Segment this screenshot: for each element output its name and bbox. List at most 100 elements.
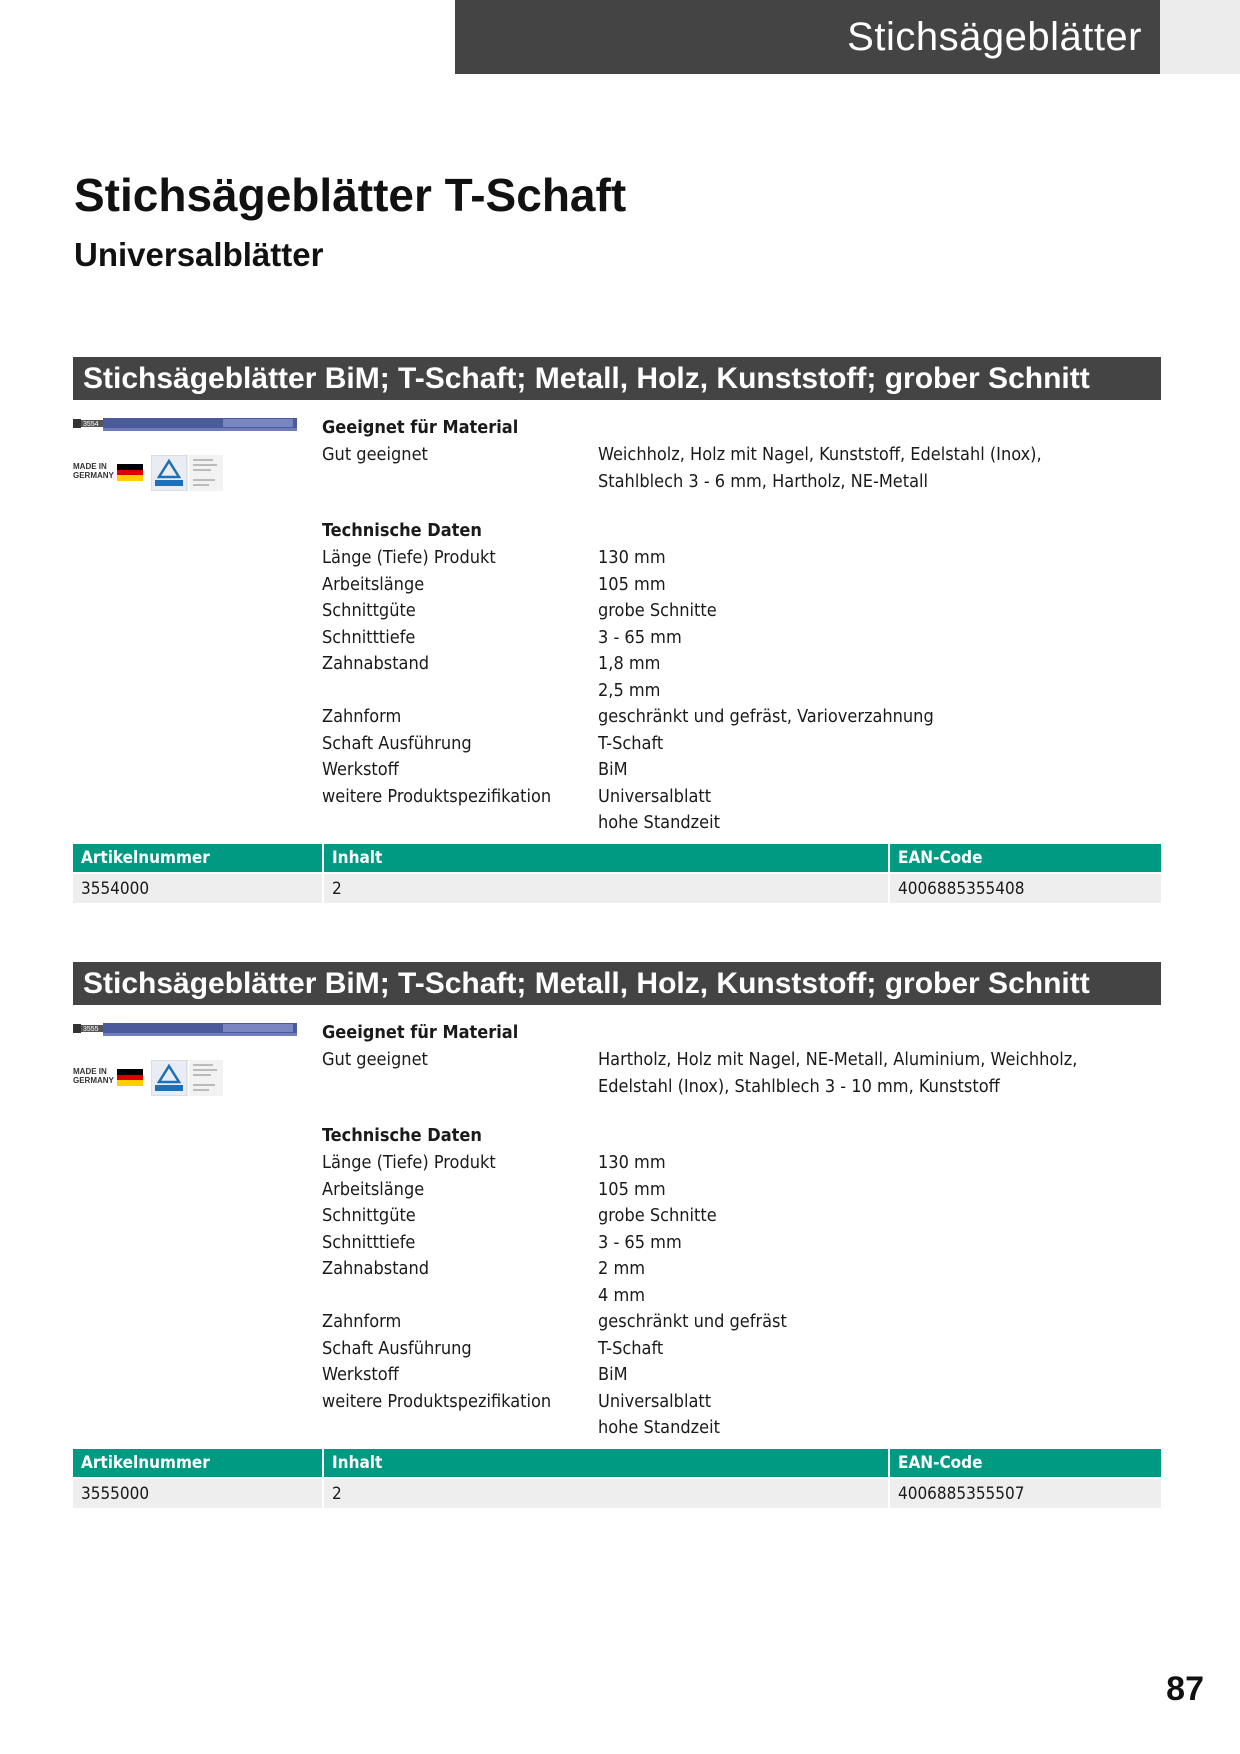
- spec-label: Arbeitslänge: [322, 1178, 425, 1200]
- spec-label: Schaft Ausführung: [322, 732, 472, 754]
- header-banner: Stichsägeblätter: [455, 0, 1160, 74]
- table-row: 3555000 2 4006885355507: [73, 1477, 1161, 1508]
- column-header-content: Inhalt: [323, 844, 890, 873]
- blade-code: 3555: [83, 1026, 99, 1033]
- saw-blade-image: 3555: [73, 1023, 297, 1036]
- suitable-heading: Geeignet für Material: [322, 417, 519, 438]
- product-specs: Geeignet für Material Gut geeignet Harth…: [322, 1020, 1118, 1442]
- column-header-content: Inhalt: [323, 1449, 890, 1478]
- suitable-row: Gut geeignet Hartholz, Holz mit Nagel, N…: [322, 1047, 1118, 1100]
- ean-cell: 4006885355408: [889, 872, 1161, 903]
- column-header-article-number: Artikelnummer: [73, 844, 324, 873]
- spec-value: 105 mm: [598, 1178, 666, 1200]
- suitable-value: Hartholz, Holz mit Nagel, NE-Metall, Alu…: [598, 1049, 1078, 1097]
- spec-value: grobe Schnitte: [598, 1205, 717, 1226]
- tech-spec-list: Länge (Tiefe) Produkt 130 mm Arbeitslänge 1…: [322, 1150, 1118, 1442]
- spec-value: 3 - 65 mm: [598, 626, 682, 648]
- spec-value: 130 mm: [598, 1152, 666, 1173]
- page-subtitle: Universalblätter: [74, 236, 324, 273]
- tech-heading: Technische Daten: [322, 1125, 482, 1146]
- spec-label: Schaft Ausführung: [322, 1337, 472, 1359]
- spec-value: 130 mm: [598, 547, 666, 568]
- table-row: 3554000 2 4006885355408: [73, 872, 1161, 903]
- product-images: 3555 MADE IN GERMANY: [73, 1020, 303, 1100]
- spec-value: BiM: [598, 1364, 628, 1385]
- article-number-cell: 3554000: [73, 872, 324, 903]
- spec-row: Schnitttiefe 3 - 65 mm: [322, 1230, 1118, 1257]
- spec-label: Schnitttiefe: [322, 626, 416, 648]
- spec-value: T-Schaft: [598, 1337, 664, 1359]
- product-section: Stichsägeblätter BiM; T-Schaft; Metall, …: [73, 357, 1161, 905]
- spec-label: Zahnform: [322, 706, 402, 727]
- spec-row: Schnitttiefe 3 - 65 mm: [322, 625, 1118, 652]
- tech-heading: Technische Daten: [322, 520, 482, 541]
- spec-value: 105 mm: [598, 573, 666, 595]
- spec-row: Schaft Ausführung T-Schaft: [322, 731, 1118, 758]
- product-title: Stichsägeblätter BiM; T-Schaft; Metall, …: [73, 357, 1161, 400]
- spec-label: Schnitttiefe: [322, 1231, 416, 1253]
- ean-cell: 4006885355507: [889, 1477, 1161, 1508]
- spec-row: Länge (Tiefe) Produkt 130 mm: [322, 1150, 1118, 1177]
- tuv-certificate-icon: [151, 455, 223, 491]
- suitable-label: Gut geeignet: [322, 1049, 428, 1070]
- germany-flag-icon: [117, 464, 143, 481]
- column-header-ean: EAN-Code: [889, 844, 1161, 873]
- made-in-germany-label: MADE IN GERMANY: [73, 1067, 114, 1085]
- spec-label: Zahnabstand: [322, 1258, 430, 1279]
- spec-row: Schaft Ausführung T-Schaft: [322, 1336, 1118, 1363]
- blade-code: 3554: [83, 421, 99, 428]
- spec-value: 3 - 65 mm: [598, 1231, 682, 1253]
- spec-label: Werkstoff: [322, 1364, 399, 1385]
- product-title: Stichsägeblätter BiM; T-Schaft; Metall, …: [73, 962, 1161, 1005]
- suitable-row: Gut geeignet Weichholz, Holz mit Nagel, …: [322, 442, 1118, 495]
- spec-label: Zahnform: [322, 1311, 402, 1332]
- tech-spec-list: Länge (Tiefe) Produkt 130 mm Arbeitslänge 1…: [322, 545, 1118, 837]
- page-number: 87: [1166, 1670, 1204, 1708]
- article-table-header: Artikelnummer Inhalt EAN-Code: [73, 1449, 1161, 1478]
- product-images: 3554 MADE IN GERMANY: [73, 415, 303, 495]
- suitable-heading: Geeignet für Material: [322, 1022, 519, 1043]
- header-tab: [1160, 0, 1240, 74]
- spec-label: weitere Produktspezifikation: [322, 785, 552, 807]
- spec-label: Arbeitslänge: [322, 573, 425, 595]
- article-table: Artikelnummer Inhalt EAN-Code 3554000 2 …: [73, 844, 1161, 903]
- spec-value: T-Schaft: [598, 732, 664, 754]
- spec-value: geschränkt und gefräst: [598, 1311, 787, 1332]
- spec-row: Länge (Tiefe) Produkt 130 mm: [322, 545, 1118, 572]
- spec-label: Werkstoff: [322, 759, 399, 780]
- germany-flag-icon: [117, 1069, 143, 1086]
- spec-row: weitere Produktspezifikation Universalbla…: [322, 784, 1118, 837]
- article-number-cell: 3555000: [73, 1477, 324, 1508]
- spec-label: Länge (Tiefe) Produkt: [322, 547, 496, 568]
- article-table-header: Artikelnummer Inhalt EAN-Code: [73, 844, 1161, 873]
- content-cell: 2: [323, 872, 890, 903]
- spec-label: Länge (Tiefe) Produkt: [322, 1152, 496, 1173]
- suitable-value: Weichholz, Holz mit Nagel, Kunststoff, E…: [598, 444, 1042, 492]
- spec-row: Zahnform geschränkt und gefräst, Variover…: [322, 704, 1118, 731]
- product-specs: Geeignet für Material Gut geeignet Weich…: [322, 415, 1118, 837]
- spec-row: Arbeitslänge 105 mm: [322, 572, 1118, 599]
- suitable-label: Gut geeignet: [322, 444, 428, 465]
- spec-value: geschränkt und gefräst, Varioverzahnung: [598, 706, 934, 727]
- spec-label: Zahnabstand: [322, 653, 430, 674]
- spec-row: Arbeitslänge 105 mm: [322, 1177, 1118, 1204]
- tuv-certificate-icon: [151, 1060, 223, 1096]
- article-table: Artikelnummer Inhalt EAN-Code 3555000 2 …: [73, 1449, 1161, 1508]
- column-header-ean: EAN-Code: [889, 1449, 1161, 1478]
- spec-value: grobe Schnitte: [598, 600, 717, 621]
- product-section: Stichsägeblätter BiM; T-Schaft; Metall, …: [73, 962, 1161, 1510]
- spec-row: Werkstoff BiM: [322, 1362, 1118, 1389]
- content-cell: 2: [323, 1477, 890, 1508]
- spec-label: Schnittgüte: [322, 600, 416, 621]
- banner-title: Stichsägeblätter: [847, 14, 1142, 59]
- spec-row: Schnittgüte grobe Schnitte: [322, 598, 1118, 625]
- spec-value: BiM: [598, 759, 628, 780]
- spec-row: Werkstoff BiM: [322, 757, 1118, 784]
